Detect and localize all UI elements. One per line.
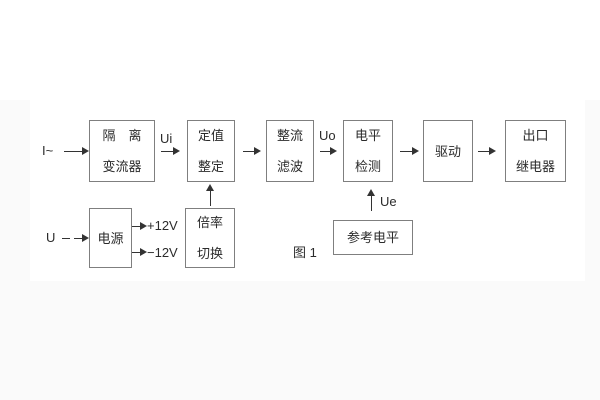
- arrow-right-icon: [74, 234, 89, 242]
- arrow-right-icon: [243, 147, 261, 155]
- block-label: 电源: [97, 230, 124, 246]
- arrow-head: [82, 147, 89, 155]
- plus-12v-label: +12V: [147, 218, 178, 233]
- arrow-head: [412, 147, 419, 155]
- block-label: 隔 离: [102, 128, 142, 143]
- arrow-head: [254, 147, 261, 155]
- arrow-right-icon: [161, 147, 180, 155]
- block-label: 变流器: [102, 159, 142, 174]
- arrow-shaft: [132, 251, 140, 253]
- arrow-right-icon: [320, 147, 337, 155]
- arrow-shaft: [161, 150, 173, 152]
- arrow-shaft: [64, 150, 82, 152]
- block-level-detector: 电平 检测: [343, 120, 393, 182]
- ui-signal-label: Ui: [160, 131, 173, 146]
- figure-caption: 图 1: [293, 245, 317, 260]
- input-voltage-label: U: [46, 230, 56, 245]
- arrow-shaft: [243, 150, 254, 152]
- block-label: 定值: [197, 128, 224, 143]
- block-label: 检测: [354, 159, 381, 174]
- arrow-right-icon: [132, 248, 147, 256]
- block-rectify-filter: 整流 滤波: [266, 120, 314, 182]
- block-output-relay: 出口 继电器: [505, 120, 566, 182]
- block-ratio-switch: 倍率 切换: [185, 208, 235, 268]
- block-label: 电平: [354, 128, 381, 143]
- arrow-right-icon: [64, 147, 89, 155]
- uo-signal-label: Uo: [319, 128, 336, 143]
- block-isolation-transformer: 隔 离 变流器: [89, 120, 155, 182]
- block-label: 继电器: [515, 159, 555, 174]
- figure-image: 隔 离 变流器 定值 整定 整流 滤波 电平 检测 驱动 出口 继电器 电源 倍…: [30, 100, 585, 281]
- block-power-supply: 电源: [89, 208, 132, 268]
- arrow-head: [367, 189, 375, 196]
- arrow-head: [489, 147, 496, 155]
- arrow-shaft: [478, 150, 489, 152]
- input-current-label: I~: [42, 143, 54, 158]
- arrow-right-icon: [132, 222, 147, 230]
- arrow-up-icon: [206, 184, 214, 206]
- block-label: 驱动: [434, 143, 461, 159]
- block-label: 整定: [197, 159, 224, 174]
- arrow-shaft: [370, 196, 372, 211]
- arrow-head: [173, 147, 180, 155]
- arrow-head: [140, 222, 147, 230]
- arrow-head: [140, 248, 147, 256]
- block-label: 切换: [196, 246, 223, 261]
- block-setpoint-setting: 定值 整定: [187, 120, 235, 182]
- arrow-shaft: [74, 237, 82, 239]
- arrow-shaft: [320, 150, 330, 152]
- arrow-head: [330, 147, 337, 155]
- block-label: 倍率: [196, 215, 223, 230]
- block-label: 出口: [522, 128, 549, 143]
- arrow-shaft: [209, 191, 211, 206]
- arrow-up-icon: [367, 189, 375, 211]
- block-reference-level: 参考电平: [333, 220, 413, 255]
- dash-segment: [62, 238, 70, 239]
- arrow-shaft: [400, 150, 412, 152]
- block-label: 参考电平: [346, 230, 399, 245]
- block-label: 整流: [276, 128, 303, 143]
- arrow-right-icon: [400, 147, 419, 155]
- block-label: 滤波: [276, 159, 303, 174]
- arrow-right-icon: [478, 147, 496, 155]
- arrow-head: [206, 184, 214, 191]
- minus-12v-label: −12V: [147, 245, 178, 260]
- block-driver: 驱动: [423, 120, 473, 182]
- arrow-head: [82, 234, 89, 242]
- ue-signal-label: Ue: [380, 194, 397, 209]
- arrow-shaft: [132, 225, 140, 227]
